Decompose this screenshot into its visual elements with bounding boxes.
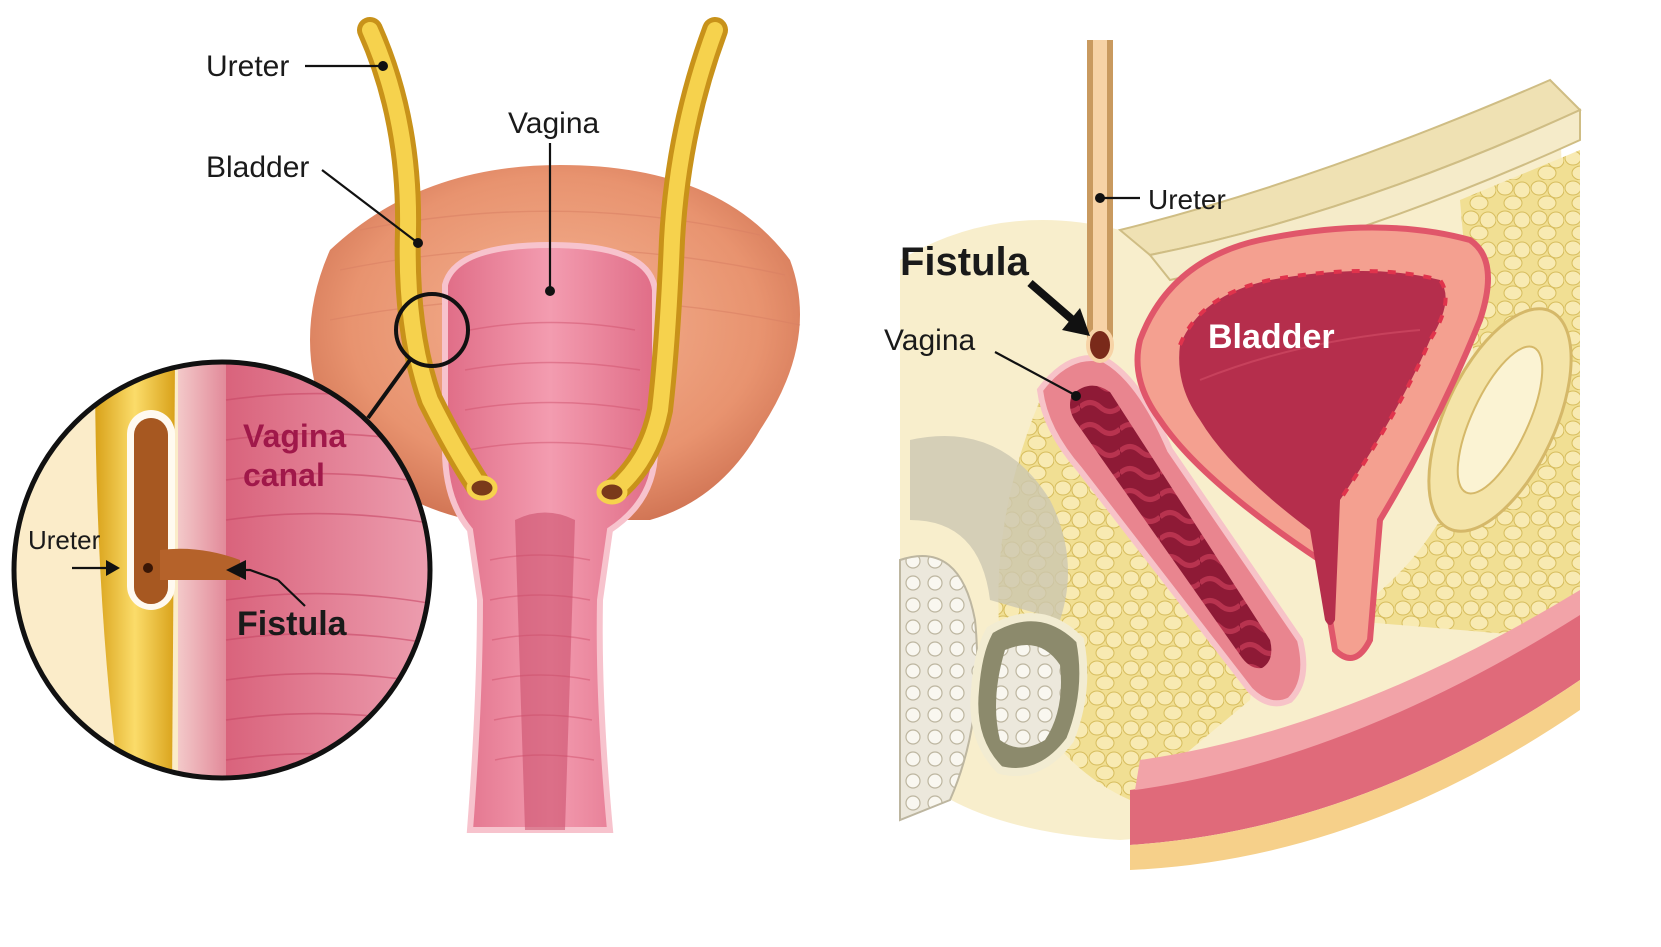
label-bladder-right: Bladder (1208, 318, 1335, 356)
label-fistula-right: Fistula (900, 240, 1030, 284)
zoom-inset: Vagina canal Ureter Fistula (11, 359, 433, 781)
label-ureter-left: Ureter (206, 50, 289, 83)
bone-shape (899, 555, 979, 822)
label-vagina-canal-2: canal (243, 457, 325, 493)
label-ureter-right: Ureter (1148, 184, 1226, 215)
label-vagina-left: Vagina (508, 107, 600, 140)
label-ureter-inset: Ureter (28, 525, 101, 555)
right-sagittal-view: Ureter Fistula Vagina Bladder (884, 40, 1582, 870)
label-vagina-canal-1: Vagina (243, 418, 346, 454)
label-fistula-inset: Fistula (237, 605, 348, 643)
label-bladder-left: Bladder (206, 151, 309, 184)
label-vagina-right: Vagina (884, 324, 976, 357)
left-frontal-view: Ureter Bladder Vagina (206, 17, 801, 833)
inset-circle (11, 359, 433, 781)
magnify-circle (394, 292, 470, 368)
